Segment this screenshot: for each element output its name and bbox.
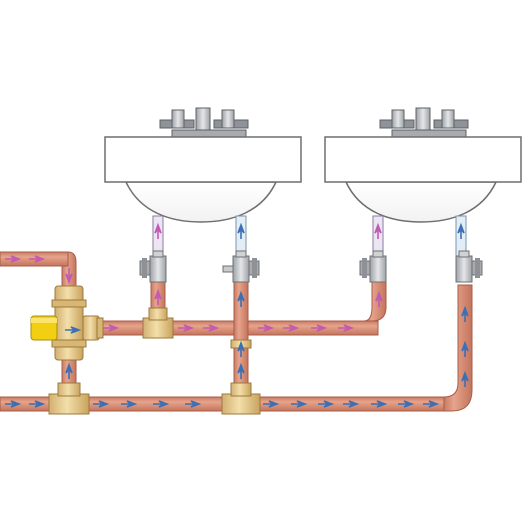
- stop-valve-icon[interactable]: [139, 250, 167, 283]
- sink-countertop: [324, 136, 522, 183]
- stop-valve-icon[interactable]: [455, 250, 483, 283]
- arrow-icon: [461, 370, 469, 387]
- arrow-icon: [154, 222, 162, 239]
- mixing-valve-icon: [30, 285, 104, 361]
- arrow-icon: [318, 400, 335, 408]
- stop-valve-icon[interactable]: [222, 250, 260, 283]
- arrow-icon: [65, 362, 73, 379]
- sink-left: [104, 107, 302, 223]
- arrow-icon: [283, 324, 300, 332]
- arrow-icon: [343, 400, 360, 408]
- arrow-icon: [203, 324, 220, 332]
- sink-right: [324, 107, 522, 223]
- arrow-icon: [154, 288, 162, 305]
- tee-fitting-icon: [142, 307, 174, 339]
- sink-basin: [344, 181, 498, 223]
- stop-valves: [139, 250, 483, 283]
- cold-main-elbow: [443, 284, 473, 412]
- arrow-icon: [291, 400, 308, 408]
- arrow-icon: [185, 400, 202, 408]
- arrow-icon: [237, 340, 245, 357]
- arrow-icon: [398, 400, 415, 408]
- arrow-icon: [237, 362, 245, 379]
- mixed-supply-elbow: [363, 279, 387, 322]
- sink-basin: [124, 181, 278, 223]
- sink-countertop: [104, 136, 302, 183]
- arrow-icon: [5, 255, 22, 263]
- arrow-icon: [371, 400, 388, 408]
- fittings: [30, 285, 261, 415]
- arrow-icon: [29, 400, 46, 408]
- arrow-icon: [103, 324, 120, 332]
- tee-fitting-icon: [48, 382, 90, 415]
- arrow-icon: [375, 290, 383, 307]
- arrow-icon: [423, 400, 440, 408]
- arrow-icon: [65, 268, 73, 285]
- tee-fitting-icon: [221, 382, 261, 415]
- faucet-icon: [379, 107, 469, 138]
- arrow-icon: [153, 400, 170, 408]
- arrow-icon: [263, 400, 280, 408]
- arrow-icon: [461, 305, 469, 322]
- flow-arrows: [5, 222, 469, 408]
- arrow-icon: [121, 400, 138, 408]
- stop-valve-icon[interactable]: [359, 250, 387, 283]
- arrow-icon: [457, 222, 465, 239]
- arrow-icon: [29, 255, 46, 263]
- arrow-icon: [5, 400, 22, 408]
- arrow-icon: [237, 290, 245, 307]
- arrow-icon: [461, 340, 469, 357]
- arrow-icon: [338, 324, 355, 332]
- arrow-icon: [65, 326, 82, 334]
- arrow-icon: [178, 324, 195, 332]
- arrow-icon: [258, 324, 275, 332]
- arrow-icon: [93, 400, 110, 408]
- arrow-icon: [237, 222, 245, 239]
- arrow-icon: [311, 324, 328, 332]
- faucet-icon: [159, 107, 249, 138]
- arrow-icon: [374, 222, 382, 239]
